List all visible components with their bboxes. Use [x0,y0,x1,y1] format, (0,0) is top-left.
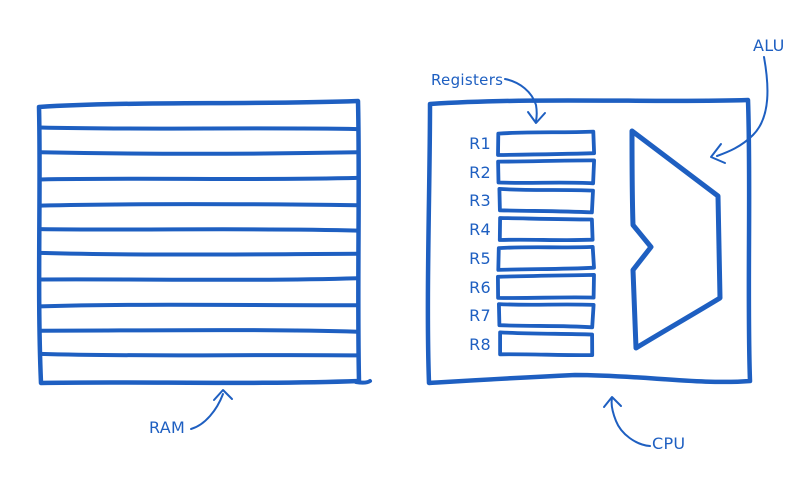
alu-label: ALU [753,36,785,55]
register-label: R4 [469,220,491,240]
register-label: R5 [469,248,491,268]
ram-memory-line [38,351,360,358]
register-box [497,187,595,215]
register-boxes [496,129,596,358]
register-box [496,129,596,157]
register-label: R2 [469,162,491,182]
cpu-arrowhead-icon [603,396,622,408]
register-label: R7 [469,306,491,326]
ram-memory-line [38,202,360,208]
cpu-arrow [603,396,651,447]
register-label: R8 [469,334,491,354]
register-box [497,216,595,243]
register-box [496,245,596,272]
ram-memory-line [38,175,360,182]
ram-label: RAM [149,418,186,437]
register-label: R6 [469,277,491,297]
ram-box-overshoot [354,379,372,385]
alu-arrow [710,56,769,164]
cpu-box [425,97,753,386]
alu-arrowhead-icon [710,143,726,164]
register-label: R1 [469,134,491,153]
ram-memory-lines [38,125,360,358]
register-box [497,302,596,330]
register-box [496,158,596,186]
ram-memory-line [38,150,360,156]
ram-box [36,98,362,386]
ram-arrow [190,389,233,430]
registers-label: Registers [431,71,504,89]
ram-arrow-line [190,393,224,430]
ram-memory-line [38,125,360,132]
ram-memory-line [38,328,360,334]
ram-memory-line [38,302,360,309]
ram-arrowhead-icon [213,389,233,401]
ram-memory-line [38,250,360,257]
ram-memory-line [38,227,360,233]
register-label: R3 [469,191,491,211]
alu-arrow-line [716,56,769,157]
registers-arrow-line [504,78,538,122]
registers-arrowhead-icon [527,111,546,124]
register-box [498,330,595,358]
cpu-arrow-line [610,397,651,447]
register-box [496,273,596,300]
cpu-label: CPU [652,434,686,453]
alu-shape [629,128,723,351]
registers-arrow [504,78,546,124]
ram-memory-line [38,276,360,282]
